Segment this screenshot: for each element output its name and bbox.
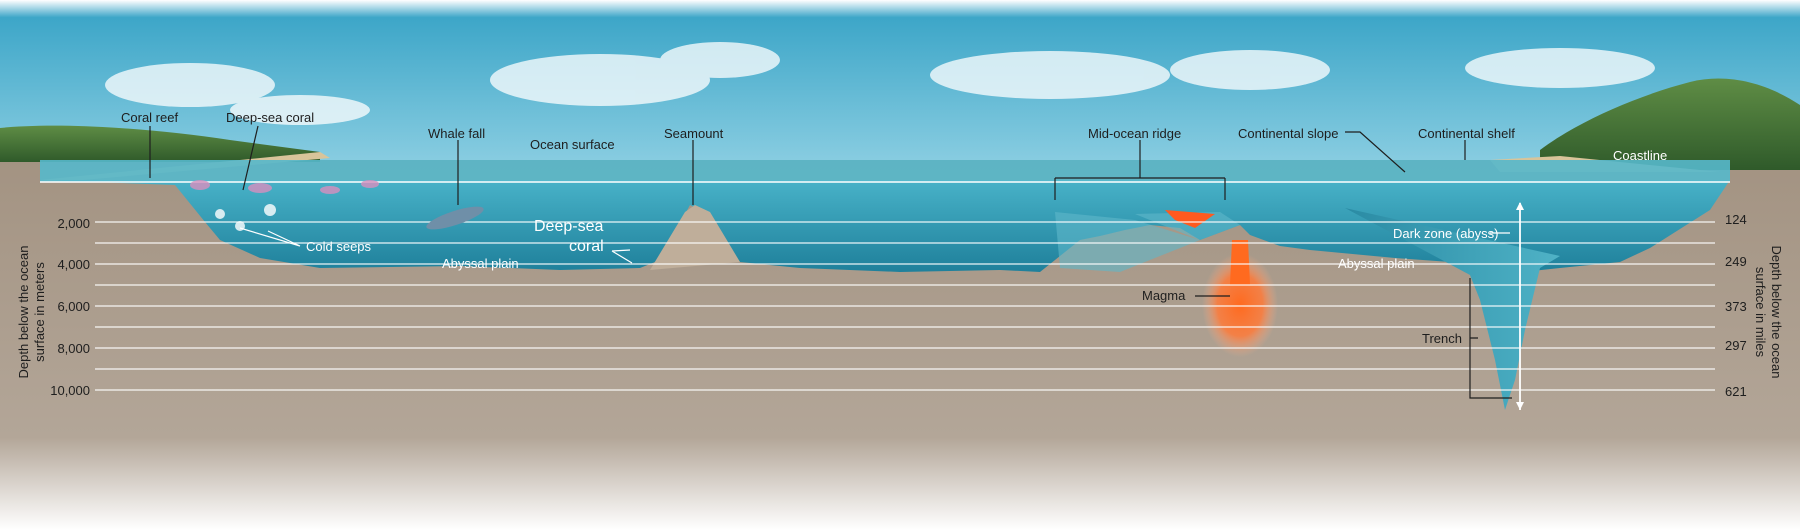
right-tick-2: 249: [1725, 254, 1747, 269]
label-dark-zone: Dark zone (abyss): [1393, 226, 1498, 241]
label-ocean-surface: Ocean surface: [530, 137, 615, 152]
coral-reef-cluster: [190, 180, 379, 194]
label-trench: Trench: [1422, 331, 1462, 346]
magma-conduit: [1230, 240, 1250, 285]
label-deep-sea-coral-mid-1: Deep-sea: [534, 218, 603, 235]
right-tick-1: 124: [1725, 212, 1747, 227]
left-tick-2: 4,000: [57, 257, 90, 272]
left-tick-3: 6,000: [57, 299, 90, 314]
label-deep-sea-coral-top: Deep-sea coral: [226, 110, 314, 125]
magma-plume: [1202, 253, 1278, 357]
seamount-shape: [650, 205, 740, 270]
right-axis-title-line-1: Depth below the ocean: [1769, 246, 1784, 379]
leader-lines: [149, 125, 1512, 399]
label-deep-sea-coral-mid-2: coral: [569, 238, 604, 255]
label-continental-slope: Continental slope: [1238, 126, 1338, 141]
whale-fall: [426, 206, 484, 230]
right-landmass: [1540, 78, 1800, 170]
label-abyssal-plain-left: Abyssal plain: [442, 256, 519, 271]
left-tick-4: 8,000: [57, 341, 90, 356]
right-depth-axis: 124 249 373 297 621 Depth below the ocea…: [1725, 212, 1784, 399]
label-magma: Magma: [1142, 288, 1186, 303]
right-axis-title-line-2: surface in miles: [1753, 267, 1768, 358]
left-tick-5: 10,000: [50, 383, 90, 398]
label-cold-seeps: Cold seeps: [306, 239, 372, 254]
sky: [0, 0, 1800, 175]
left-axis-title-line-1: Depth below the ocean: [16, 246, 31, 379]
label-coral-reef: Coral reef: [121, 110, 178, 125]
ocean-water: [40, 180, 1730, 274]
label-whale-fall: Whale fall: [428, 126, 485, 141]
clouds: [105, 42, 1655, 125]
label-coastline: Coastline: [1613, 148, 1667, 163]
left-depth-axis: Depth below the ocean surface in meters …: [16, 216, 90, 398]
depth-gridlines: [95, 221, 1715, 391]
right-tick-3: 373: [1725, 299, 1747, 314]
cold-seeps: [215, 204, 276, 231]
label-seamount: Seamount: [664, 126, 724, 141]
label-mid-ocean-ridge: Mid-ocean ridge: [1088, 126, 1181, 141]
right-tick-5: 621: [1725, 384, 1747, 399]
dark-zone-arrow-top: [1516, 202, 1524, 210]
ocean-surface-band: [40, 160, 1730, 182]
mid-ocean-ridge-stripes: [1055, 210, 1240, 272]
trench: [1345, 208, 1560, 410]
label-continental-shelf: Continental shelf: [1418, 126, 1515, 141]
left-axis-title-line-2: surface in meters: [32, 262, 47, 362]
right-tick-4: 297: [1725, 338, 1747, 353]
label-abyssal-plain-right: Abyssal plain: [1338, 256, 1415, 271]
left-tick-1: 2,000: [57, 216, 90, 231]
left-landmass: [0, 125, 320, 162]
dark-zone-arrow-bottom: [1516, 402, 1524, 410]
